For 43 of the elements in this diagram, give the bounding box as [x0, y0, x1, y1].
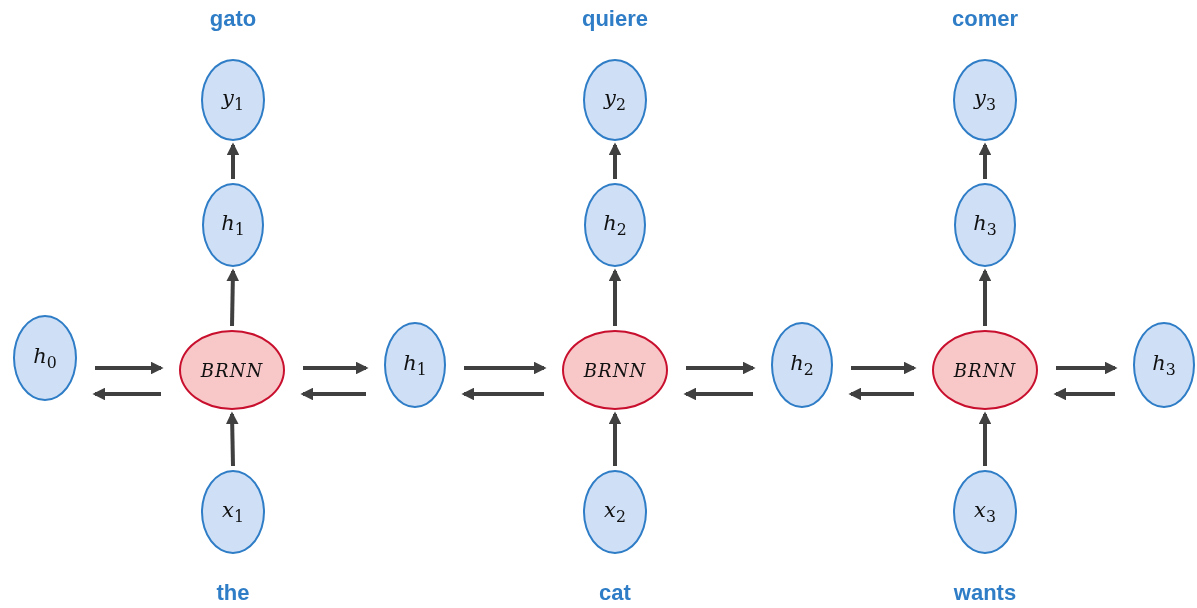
variable-label: h$_{2}$ [790, 350, 814, 380]
word-label: the [216, 580, 250, 606]
variable-label: h$_{3}$ [1152, 350, 1176, 380]
variable-label: x$_{1}$ [222, 497, 244, 527]
word-label: gato [209, 6, 257, 32]
arrow [95, 361, 164, 375]
variable-label: h$_{2}$ [603, 210, 627, 240]
arrow [92, 387, 161, 401]
variable-label: x$_{2}$ [604, 497, 626, 527]
arrow [461, 387, 544, 401]
variable-label: y$_{1}$ [222, 85, 244, 115]
arrow [608, 411, 622, 466]
arrow [300, 387, 366, 401]
arrow [1056, 361, 1118, 375]
arrow [608, 268, 622, 326]
arrow [303, 361, 369, 375]
arrow [683, 387, 753, 401]
cell-label: BRNN [583, 359, 647, 381]
arrow [848, 387, 914, 401]
arrow [851, 361, 917, 375]
variable-label: h$_{0}$ [33, 343, 57, 373]
word-label: comer [952, 6, 1018, 32]
variable-label: h$_{1}$ [221, 210, 245, 240]
arrow [1053, 387, 1115, 401]
variable-label: y$_{3}$ [974, 85, 996, 115]
variable-label: x$_{3}$ [974, 497, 996, 527]
arrow [978, 268, 992, 326]
arrow [464, 361, 547, 375]
arrow [608, 142, 622, 179]
variable-label: y$_{2}$ [604, 85, 626, 115]
variable-label: h$_{1}$ [403, 350, 427, 380]
cell-label: BRNN [200, 359, 264, 381]
word-label: wants [953, 580, 1017, 606]
arrow [225, 411, 239, 467]
cell-label: BRNN [953, 359, 1017, 381]
arrow [978, 142, 992, 179]
arrow [226, 142, 240, 179]
word-label: quiere [582, 6, 648, 32]
arrow [686, 361, 756, 375]
arrow [226, 268, 240, 327]
variable-label: h$_{3}$ [973, 210, 997, 240]
word-label: cat [599, 580, 631, 606]
arrow [978, 411, 992, 466]
